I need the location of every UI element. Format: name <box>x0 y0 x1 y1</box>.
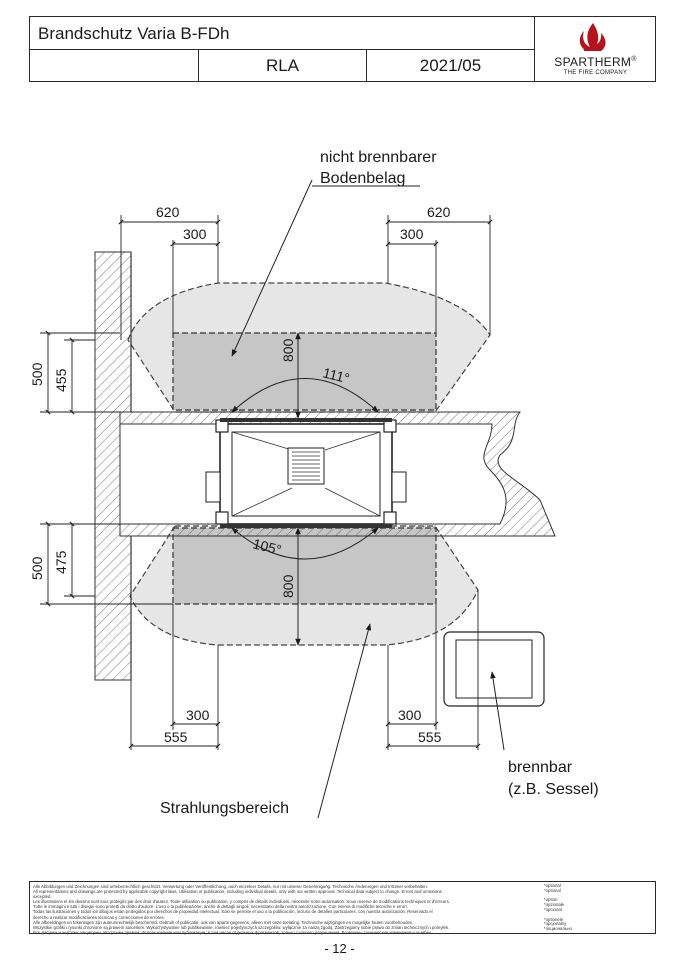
floor-covering-label-line1: nicht brennbarer <box>320 149 437 166</box>
page-number: - 12 - <box>324 941 355 956</box>
dim-top-left-inner: 300 <box>183 226 207 242</box>
legal-line: All representations and drawings are pro… <box>33 889 442 895</box>
dim-top-right-inner: 300 <box>400 226 424 242</box>
dim-bottom-left-outer: 555 <box>164 729 188 745</box>
armchair <box>443 631 545 707</box>
dim-bottom-left-inner: 300 <box>186 707 210 723</box>
dim-depth-bottom: 800 <box>280 574 296 598</box>
optional-note: *opcional <box>544 906 562 912</box>
optional-note: *option <box>544 897 558 903</box>
legal-footer: Alle Abbildungen und Zeichnungen sind ur… <box>29 881 656 935</box>
title-block: Brandschutz Varia B-FDh RLA 2021/05 SPAR… <box>29 16 656 82</box>
legal-line: Tutte le immagini e tutti i disegni sono… <box>33 904 408 910</box>
optional-note: *opcjonalny <box>544 921 567 927</box>
registered-mark: ® <box>631 56 637 63</box>
brand-tagline: THE FIRE COMPANY <box>563 70 628 76</box>
dim-left-upper-inner: 455 <box>53 368 69 392</box>
model-code: RLA <box>199 50 367 82</box>
combustible-label-line2: (z.B. Sessel) <box>508 781 599 798</box>
fireplace-unit <box>205 418 407 528</box>
dim-bottom-right-inner: 300 <box>398 707 422 723</box>
dim-top-right-outer: 620 <box>427 204 451 220</box>
radiation-area-label: Strahlungsbereich <box>160 800 289 817</box>
dim-left-lower-outer: 500 <box>29 556 45 580</box>
combustible-label-line1: brennbar <box>508 759 573 776</box>
revision-date: 2021/05 <box>367 50 535 82</box>
legal-line: Wszystkie grafiki i rysunki chronione są… <box>33 924 450 930</box>
legal-line: Alle Abbildungen und Zeichnungen sind ur… <box>33 884 428 889</box>
drawing-title: Brandschutz Varia B-FDh <box>30 17 535 50</box>
legal-line: Les illustrations et les dessins sont to… <box>33 899 450 905</box>
optional-note: *опционально <box>544 926 572 932</box>
legal-line: excepted. <box>33 894 52 900</box>
floor-plate-top <box>172 332 437 411</box>
angle-arc-top <box>231 378 379 413</box>
optional-note: *optional <box>544 887 561 893</box>
legal-line: Todas las ilustraciones y todos los dibu… <box>33 909 433 915</box>
dim-left-upper-outer: 500 <box>29 362 45 386</box>
fire-protection-drawing: nicht brennbarer Bodenbelag brennbar (z.… <box>29 149 599 819</box>
legal-line: Alle afbeeldingen en tekeningen zijn aut… <box>33 919 414 925</box>
dim-top-left-outer: 620 <box>156 204 180 220</box>
dim-angle-bottom: 105° <box>251 535 283 558</box>
legal-text: Alle Abbildungen und Zeichnungen sind ur… <box>33 884 533 935</box>
dim-bottom-right-outer: 555 <box>418 729 442 745</box>
floor-plate-bottom <box>172 527 437 605</box>
dim-left-lower-inner: 475 <box>53 550 69 574</box>
dim-angle-top: 111° <box>321 364 351 386</box>
title-block-empty-cell <box>30 50 199 82</box>
flame-icon <box>579 23 606 51</box>
optional-note: *optionele <box>544 916 564 922</box>
legal-line: derecho a realizar modificaciones técnic… <box>33 914 165 920</box>
legal-line: Все рисунки и чертежи защищены авторским… <box>33 929 432 935</box>
optional-note: *opzionale <box>544 902 565 908</box>
brand-name: SPARTHERM <box>554 55 632 69</box>
optional-note: *optional <box>544 883 561 888</box>
dim-depth-top: 800 <box>280 338 296 362</box>
spartherm-logo: SPARTHERM® THE FIRE COMPANY <box>535 17 656 82</box>
floor-covering-label-line2: Bodenbelag <box>320 170 405 187</box>
angle-arc-bottom <box>231 527 379 560</box>
optional-notes: *optional *optional *option *opzionale *… <box>544 883 572 932</box>
